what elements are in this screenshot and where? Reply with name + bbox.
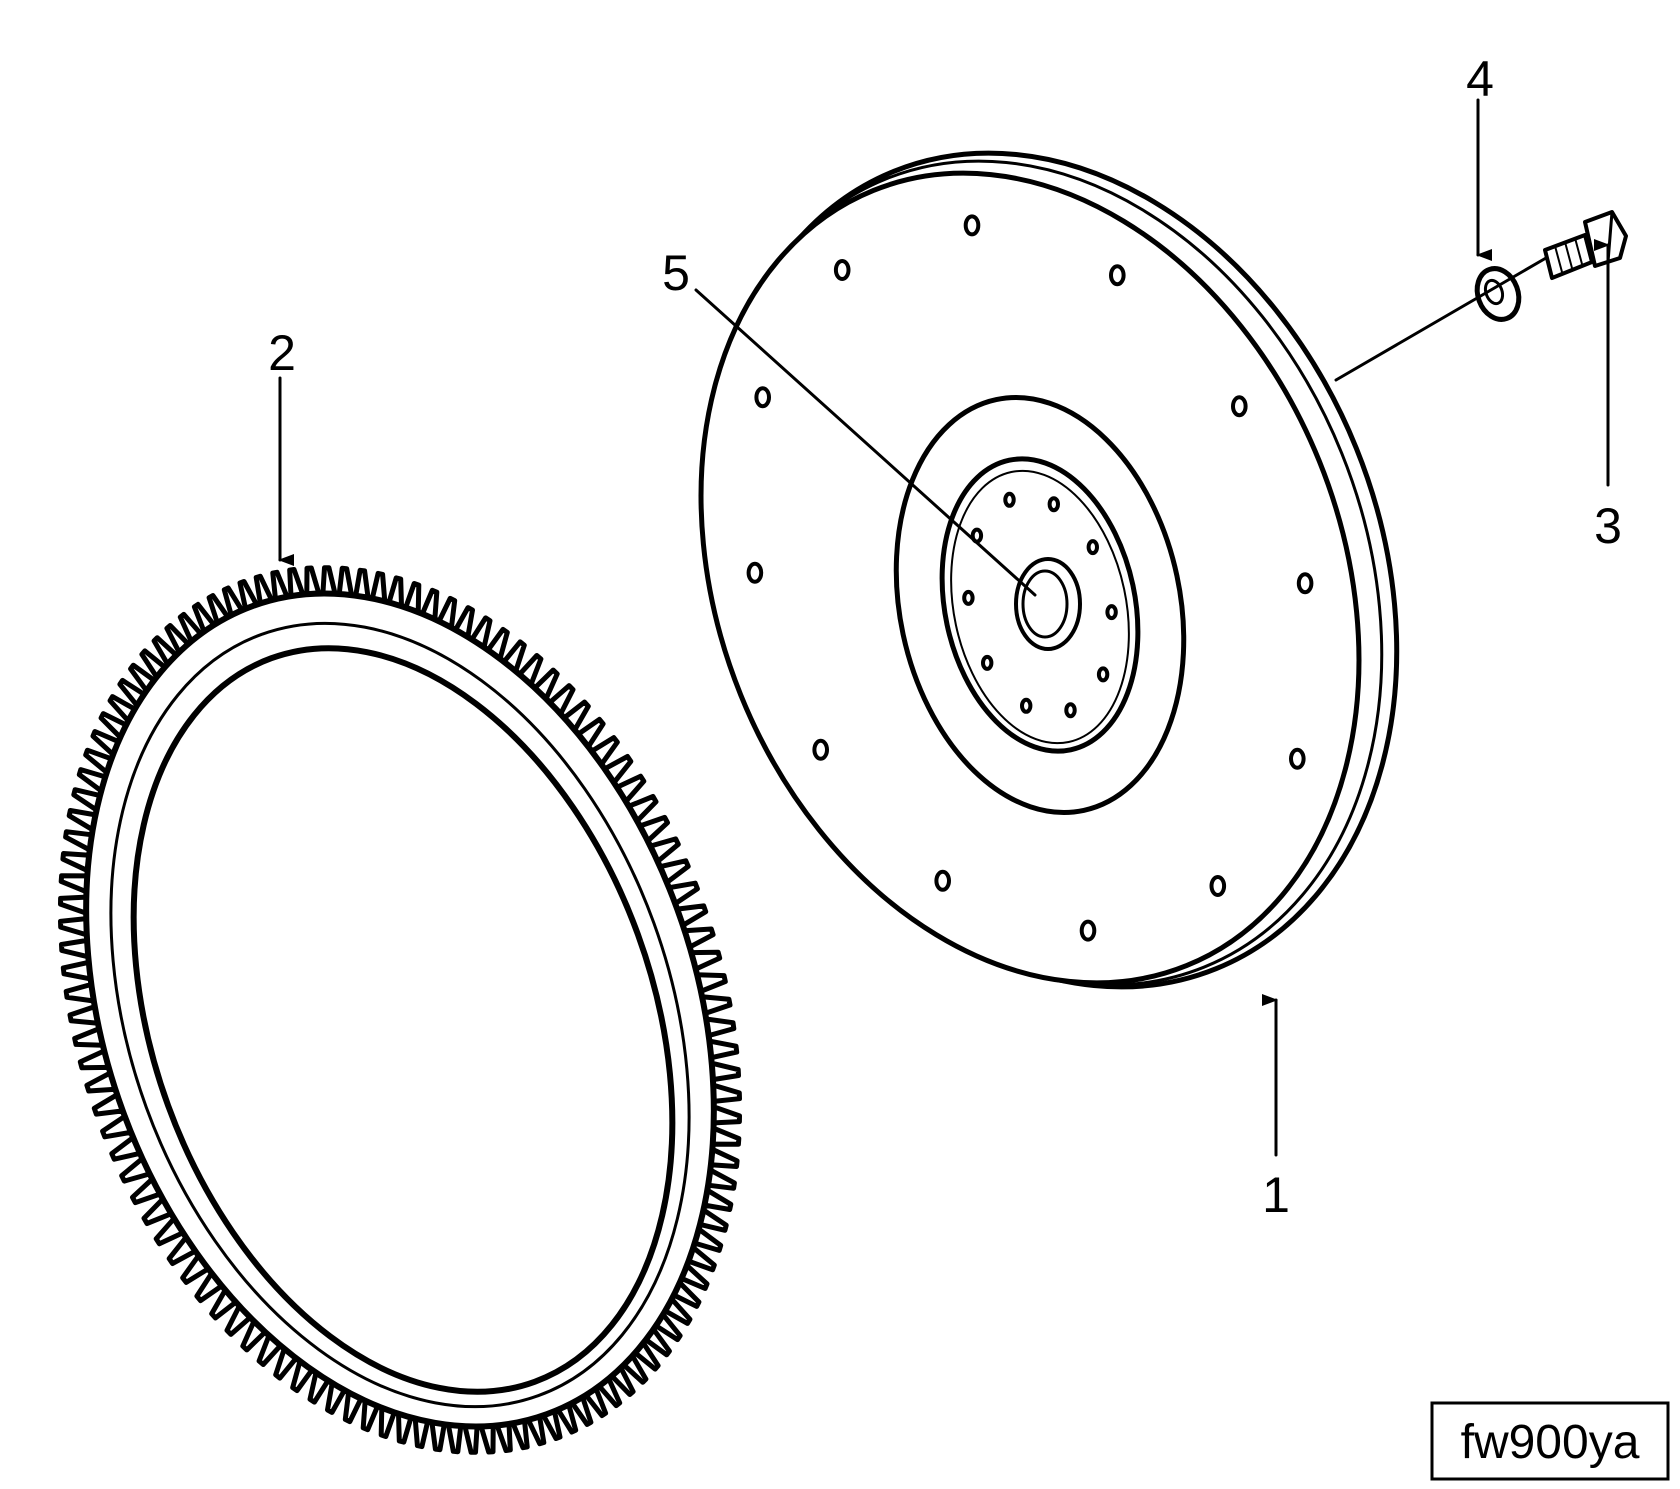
flywheel-center-bore (1014, 557, 1082, 651)
leader-5 (694, 288, 1037, 597)
capscrew (1543, 210, 1628, 280)
flywheel-inner-hub-lip (950, 469, 1130, 745)
flywheel-outer-bolt-hole (1296, 572, 1314, 595)
flywheel-inner-bolt-hole (1086, 539, 1100, 556)
assembly-center-line (1334, 256, 1548, 382)
flywheel (698, 150, 1400, 990)
flywheel-outer-bolt-hole (963, 214, 981, 237)
flywheel-inner-bolt-hole (1003, 491, 1016, 508)
figure-code-box: fw900ya (1430, 1401, 1670, 1481)
flywheel-outer-bolt-hole (833, 259, 851, 281)
flywheel-inner-bolt-hole (962, 589, 975, 606)
callout-1: 1 (1262, 1167, 1290, 1223)
flywheel-inner-bolt-hole (1019, 697, 1033, 714)
flywheel-outer-bolt-hole (746, 561, 764, 584)
flywheel-outer-bolt-hole (1109, 264, 1126, 287)
ring-gear (58, 565, 742, 1455)
flywheel-inner-bolt-holes (962, 491, 1118, 719)
flywheel-inner-bolt-hole (1105, 604, 1118, 621)
flywheel-outer-bolt-hole (1079, 919, 1097, 942)
callout-4: 4 (1466, 51, 1494, 107)
callout-2: 2 (268, 325, 296, 381)
ring-gear-teeth (58, 565, 742, 1455)
callout-5: 5 (662, 245, 690, 301)
flywheel-center-bore-inner (1021, 569, 1069, 639)
flywheel-outer-bolt-hole (1231, 395, 1248, 418)
flywheel-inner-bolt-hole (981, 654, 994, 671)
ring-gear-inner-rim (130, 645, 676, 1395)
washer (1474, 266, 1522, 322)
flywheel-outer-bolt-hole (1289, 747, 1306, 770)
flywheel-inner-bolt-hole (1096, 666, 1110, 683)
flywheel-inner-bolt-hole (1047, 496, 1061, 513)
flywheel-inner-hub (939, 456, 1141, 754)
flywheel-outer-bolt-hole (1209, 875, 1227, 897)
flywheel-outer-bolt-hole (754, 386, 772, 409)
ring-gear-outer-rim (83, 590, 717, 1430)
callout-3: 3 (1594, 498, 1622, 554)
flywheel-hub-ring (893, 395, 1187, 815)
flywheel-outer-bolt-hole (934, 869, 952, 892)
flywheel-inner-bolt-hole (1064, 702, 1077, 719)
ring-gear-mid-rim (109, 621, 691, 1409)
flywheel-outer-bolt-hole (812, 738, 830, 761)
ring-gear-tooth-profile (58, 565, 742, 1455)
figure-code: fw900ya (1461, 1416, 1640, 1469)
flywheel-outer-bolt-holes (746, 214, 1314, 942)
